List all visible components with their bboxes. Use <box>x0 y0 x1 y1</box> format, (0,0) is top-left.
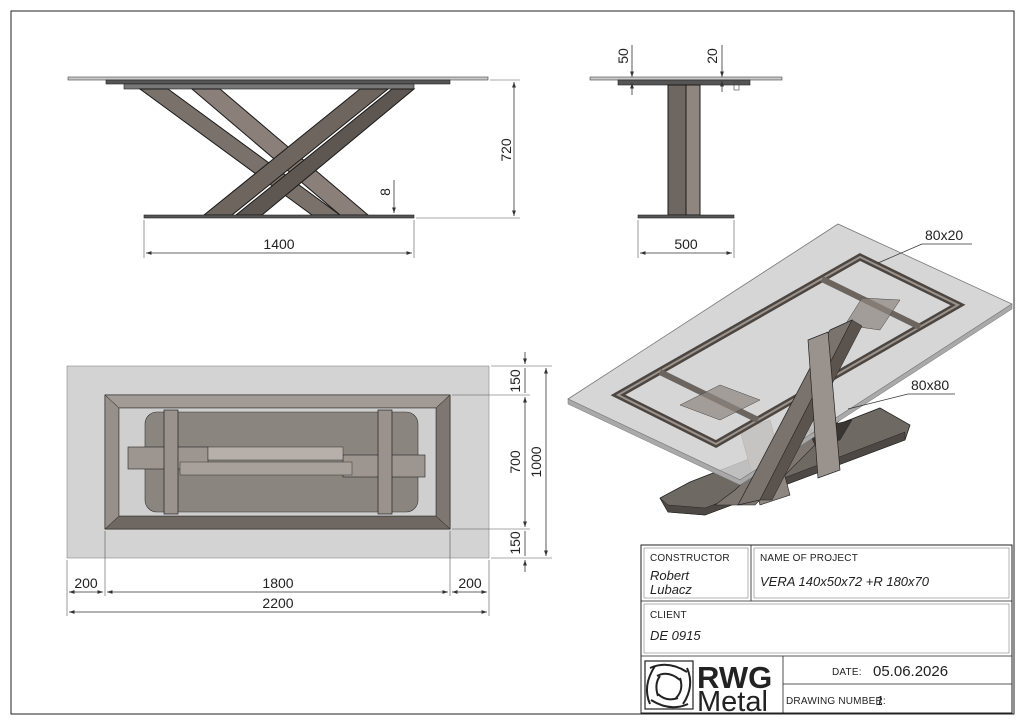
logo-text-rwg: RWG <box>697 660 772 695</box>
dim-plan-200-left: 200 <box>74 575 98 591</box>
side-glass-top <box>589 76 783 81</box>
front-glass-top <box>67 76 489 81</box>
plan-beam-b <box>179 461 353 476</box>
side-frame <box>617 79 751 86</box>
dim-plan-150-top: 150 <box>507 369 523 393</box>
dim-iso-frame: 80x20 <box>925 227 963 243</box>
constructor-name-last: Lubacz <box>650 582 692 597</box>
logo-text-metal: Metal <box>697 686 768 718</box>
dim-front-width: 1400 <box>263 236 294 252</box>
isometric-view: 80x20 80x80 <box>567 223 1013 516</box>
side-leg-front <box>667 84 687 216</box>
side-view: 50 20 500 <box>589 45 783 258</box>
dim-plan-1000: 1000 <box>528 446 544 477</box>
constructor-name-first: Robert <box>650 568 690 583</box>
project-value: VERA 140x50x72 +R 180x70 <box>760 574 930 589</box>
dim-plan-700: 700 <box>507 450 523 474</box>
iso-leg-main-b <box>807 331 841 479</box>
front-view: 720 8 1400 <box>67 76 520 258</box>
project-label: NAME OF PROJECT <box>760 553 858 564</box>
dim-plan-2200: 2200 <box>262 595 293 611</box>
date-value: 05.06.2026 <box>873 663 948 680</box>
dim-plan-1800: 1800 <box>262 575 293 591</box>
dim-front-height: 720 <box>498 138 514 162</box>
front-frame-rail <box>105 79 451 85</box>
dim-side-top-left: 50 <box>615 48 631 64</box>
constructor-label: CONSTRUCTOR <box>650 553 730 564</box>
front-base-plate <box>143 214 415 219</box>
dim-iso-leg: 80x80 <box>911 377 949 393</box>
dim-front-foot: 8 <box>377 188 393 196</box>
dim-side-top-right: 20 <box>704 48 720 64</box>
drawing-number-value: 1 <box>876 693 883 708</box>
side-leg-back <box>685 84 701 216</box>
title-block: CONSTRUCTOR Robert Lubacz NAME OF PROJEC… <box>640 544 1013 718</box>
dim-side-width: 500 <box>674 236 698 252</box>
plan-beam-a <box>207 446 344 461</box>
side-base-plate <box>637 214 735 219</box>
sheet-border <box>10 10 1015 715</box>
dim-plan-150-bottom: 150 <box>507 531 523 555</box>
date-label: DATE: <box>832 667 862 678</box>
dim-plan-200-right: 200 <box>458 575 482 591</box>
side-clip <box>733 81 740 91</box>
front-frame-lower <box>123 83 415 90</box>
drawing-number-label: DRAWING NUMBER: <box>786 696 886 707</box>
plan-crossbar-left <box>163 409 179 515</box>
client-value: DE 0915 <box>650 628 701 643</box>
rwg-metal-logo: RWG Metal <box>644 660 772 718</box>
plan-view: 150 700 150 1000 200 1800 200 2200 <box>66 352 552 616</box>
client-label: CLIENT <box>650 610 687 621</box>
plan-crossbar-right <box>377 409 393 515</box>
